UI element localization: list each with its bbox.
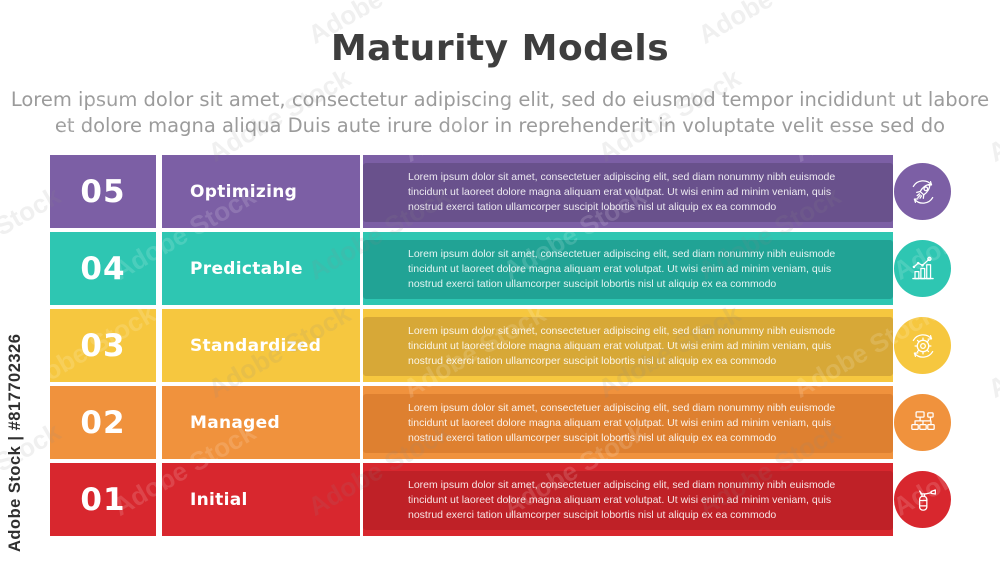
maturity-row-03: 03 Standardized Lorem ipsum dolor sit am… bbox=[50, 309, 951, 382]
level-icon-circle bbox=[894, 163, 951, 220]
level-label-cell: Optimizing bbox=[162, 155, 360, 228]
maturity-row-02: 02 Managed Lorem ipsum dolor sit amet, c… bbox=[50, 386, 951, 459]
watermark-tile: Adobe Stock bbox=[982, 298, 1000, 404]
level-description-box: Lorem ipsum dolor sit amet, consectetuer… bbox=[363, 317, 893, 376]
level-description-cell: Lorem ipsum dolor sit amet, consectetuer… bbox=[363, 309, 893, 382]
level-label-cell: Initial bbox=[162, 463, 360, 536]
hierarchy-icon bbox=[910, 410, 935, 430]
maturity-row-01: 01 Initial Lorem ipsum dolor sit amet, c… bbox=[50, 463, 951, 536]
level-icon-circle bbox=[894, 317, 951, 374]
level-description-text: Lorem ipsum dolor sit amet, consectetuer… bbox=[408, 402, 836, 444]
level-description-cell: Lorem ipsum dolor sit amet, consectetuer… bbox=[363, 232, 893, 305]
maturity-row-04: 04 Predictable Lorem ipsum dolor sit ame… bbox=[50, 232, 951, 305]
level-label-cell: Standardized bbox=[162, 309, 360, 382]
level-description-text: Lorem ipsum dolor sit amet, consectetuer… bbox=[408, 325, 836, 367]
level-description-box: Lorem ipsum dolor sit amet, consectetuer… bbox=[363, 471, 893, 530]
level-icon-circle bbox=[894, 394, 951, 451]
level-description-text: Lorem ipsum dolor sit amet, consectetuer… bbox=[408, 248, 836, 290]
level-number-cell: 04 bbox=[50, 232, 156, 305]
page-subtitle: Lorem ipsum dolor sit amet, consectetur … bbox=[0, 87, 1000, 139]
level-description-text: Lorem ipsum dolor sit amet, consectetuer… bbox=[408, 479, 836, 521]
gear-cycle-icon bbox=[912, 333, 933, 358]
level-number-cell: 01 bbox=[50, 463, 156, 536]
bar-chart-trend-icon bbox=[911, 256, 934, 279]
level-description-cell: Lorem ipsum dolor sit amet, consectetuer… bbox=[363, 155, 893, 228]
level-description-cell: Lorem ipsum dolor sit amet, consectetuer… bbox=[363, 463, 893, 536]
subtitle-line-1: Lorem ipsum dolor sit amet, consectetur … bbox=[10, 88, 990, 111]
level-description-text: Lorem ipsum dolor sit amet, consectetuer… bbox=[408, 171, 836, 213]
level-icon-circle bbox=[894, 471, 951, 528]
level-number-cell: 05 bbox=[50, 155, 156, 228]
maturity-row-05: 05 Optimizing Lorem ipsum dolor sit amet… bbox=[50, 155, 951, 228]
fire-extinguisher-icon bbox=[918, 488, 936, 511]
level-icon-circle bbox=[894, 240, 951, 297]
level-label-cell: Predictable bbox=[162, 232, 360, 305]
rocket-cycle-icon bbox=[912, 179, 933, 204]
page-title: Maturity Models bbox=[330, 28, 670, 69]
level-description-box: Lorem ipsum dolor sit amet, consectetuer… bbox=[363, 163, 893, 222]
level-label-cell: Managed bbox=[162, 386, 360, 459]
level-number-cell: 02 bbox=[50, 386, 156, 459]
level-description-box: Lorem ipsum dolor sit amet, consectetuer… bbox=[363, 240, 893, 299]
stock-id-watermark: Adobe Stock | #817702326 bbox=[6, 333, 24, 552]
maturity-table: 05 Optimizing Lorem ipsum dolor sit amet… bbox=[50, 155, 951, 540]
level-description-box: Lorem ipsum dolor sit amet, consectetuer… bbox=[363, 394, 893, 453]
level-description-cell: Lorem ipsum dolor sit amet, consectetuer… bbox=[363, 386, 893, 459]
subtitle-line-2: et dolore magna aliqua Duis aute irure d… bbox=[54, 114, 946, 137]
level-number-cell: 03 bbox=[50, 309, 156, 382]
